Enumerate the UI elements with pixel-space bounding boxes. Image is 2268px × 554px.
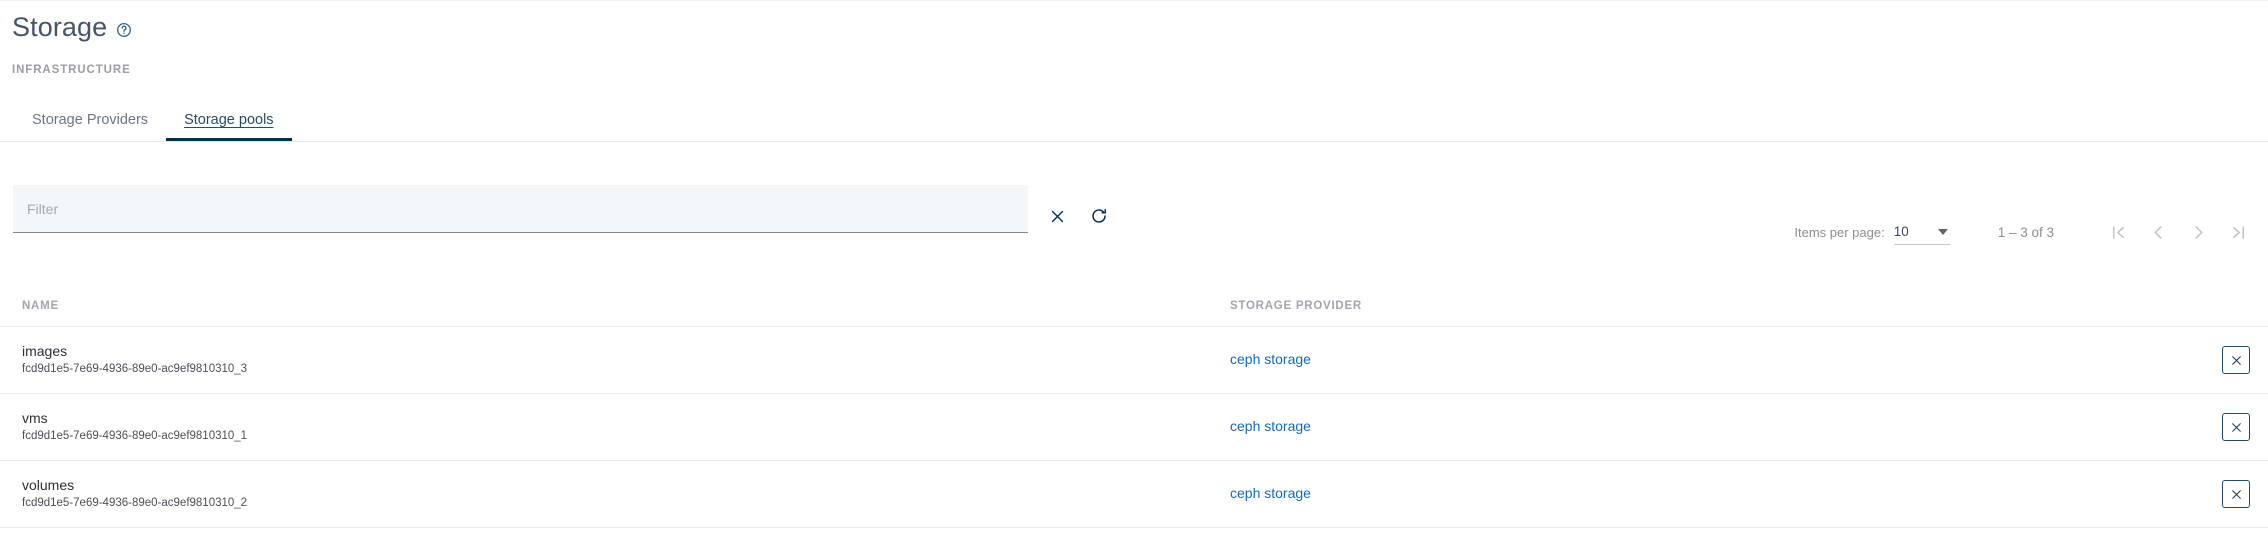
storage-provider-link[interactable]: ceph storage [1230,485,1311,501]
cell-name: volumes fcd9d1e5-7e69-4936-89e0-ac9ef981… [0,476,1212,510]
cell-storage-provider: ceph storage [1212,418,2112,436]
tab-storage-providers[interactable]: Storage Providers [14,100,166,140]
table-header-row: NAME STORAGE PROVIDER [0,285,2268,327]
tab-storage-pools[interactable]: Storage pools [166,100,293,141]
table-row[interactable]: volumes fcd9d1e5-7e69-4936-89e0-ac9ef981… [0,461,2268,528]
section-label: INFRASTRUCTURE [12,64,131,76]
refresh-button[interactable] [1082,199,1116,233]
search-input[interactable] [27,200,1014,217]
top-divider [0,0,2268,1]
tab-storage-providers-label: Storage Providers [32,112,149,128]
tab-storage-pools-label: Storage pools [184,112,274,128]
page-title: Storage [12,12,108,42]
items-per-page-select[interactable]: 10 [1893,219,1950,245]
items-per-page-label: Items per page: [1794,224,1885,240]
storage-provider-link[interactable]: ceph storage [1230,418,1311,434]
last-page-button[interactable] [2218,212,2258,252]
next-page-button[interactable] [2178,212,2218,252]
tab-bar: Storage Providers Storage pools [0,100,2268,142]
table-row[interactable]: vms fcd9d1e5-7e69-4936-89e0-ac9ef9810310… [0,394,2268,461]
column-header-storage-provider: STORAGE PROVIDER [1230,299,1362,312]
cell-name: vms fcd9d1e5-7e69-4936-89e0-ac9ef9810310… [0,409,1212,443]
cell-name: images fcd9d1e5-7e69-4936-89e0-ac9ef9810… [0,342,1212,376]
pool-id: fcd9d1e5-7e69-4936-89e0-ac9ef9810310_1 [22,430,248,443]
table-row[interactable]: images fcd9d1e5-7e69-4936-89e0-ac9ef9810… [0,327,2268,394]
paginator: Items per page: 10 1 – 3 of 3 [1794,212,2258,252]
storage-pools-table: NAME STORAGE PROVIDER images fcd9d1e5-7e… [0,285,2268,528]
cell-actions [2112,346,2268,374]
filter-field[interactable] [13,185,1028,233]
cell-storage-provider: ceph storage [1212,351,2112,369]
pool-id: fcd9d1e5-7e69-4936-89e0-ac9ef9810310_2 [22,497,248,510]
pool-name: images [22,342,68,359]
page-range-label: 1 – 3 of 3 [1997,224,2054,240]
delete-pool-button[interactable] [2222,480,2250,508]
storage-provider-link[interactable]: ceph storage [1230,351,1311,367]
cell-storage-provider: ceph storage [1212,485,2112,503]
delete-pool-button[interactable] [2222,413,2250,441]
cell-actions [2112,413,2268,441]
pool-name: vms [22,409,48,426]
previous-page-button[interactable] [2138,212,2178,252]
clear-filter-button[interactable] [1040,199,1074,233]
first-page-button[interactable] [2098,212,2138,252]
pool-id: fcd9d1e5-7e69-4936-89e0-ac9ef9810310_3 [22,363,248,376]
cell-actions [2112,480,2268,508]
help-circle-icon[interactable] [116,22,132,38]
filter-toolbar [0,185,2268,245]
pool-name: volumes [22,476,75,493]
items-per-page-value: 10 [1893,224,1909,239]
page-header: Storage [12,14,132,41]
column-header-name: NAME [22,299,59,312]
chevron-down-icon [1937,228,1948,235]
delete-pool-button[interactable] [2222,346,2250,374]
